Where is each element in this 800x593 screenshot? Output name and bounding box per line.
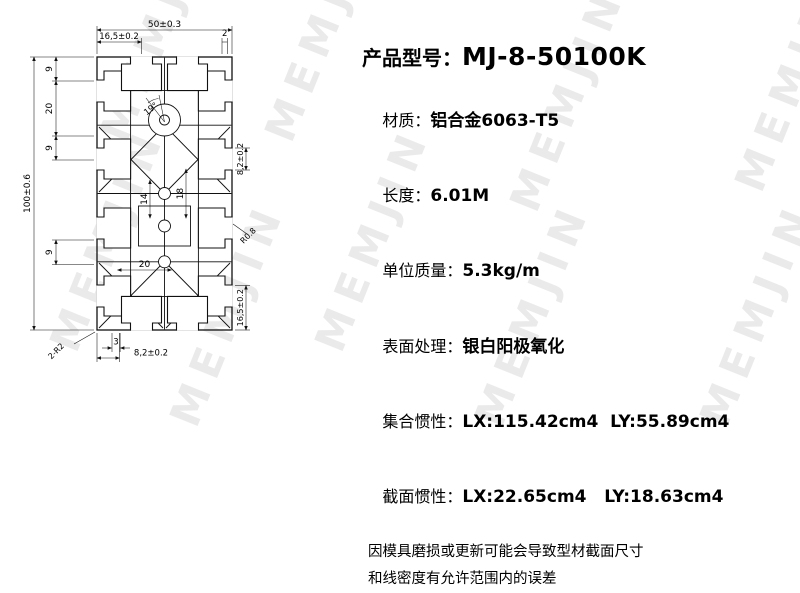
- dim-radius-slot: R0.8: [239, 226, 258, 245]
- dim-twenty-left: 20: [45, 103, 55, 115]
- product-model-row: 产品型号：MJ-8-50100K: [362, 42, 792, 71]
- spec-row-inertia-set: 集合惯性：LX:115.42cm4 LY:55.89cm4: [362, 389, 792, 451]
- spec-panel: 产品型号：MJ-8-50100K 材质：铝合金6063-T5 长度：6.01M …: [362, 42, 792, 593]
- spec-value: 铝合金6063-T5: [430, 111, 560, 131]
- dim-height: 100±0.6: [23, 174, 33, 213]
- dim-twenty-bottom: 20: [139, 260, 151, 270]
- dim-wall-2: 2: [222, 29, 227, 39]
- dimension-lines: [30, 26, 250, 362]
- t-slots: [96, 56, 233, 331]
- dim-top-slot: 16,5±0.2: [99, 32, 139, 42]
- spec-value: LX:22.65cm4 LY:18.63cm4: [462, 487, 724, 507]
- spec-label: 截面惯性：: [382, 487, 463, 506]
- product-model-value: MJ-8-50100K: [462, 42, 647, 71]
- dim-three: 3: [113, 338, 118, 348]
- dim-bottom-slot: 8,2±0.2: [134, 349, 168, 359]
- dim-nine-c: 9: [45, 249, 55, 255]
- spec-value: 银白阳极氧化: [462, 337, 565, 357]
- spec-value: LX:115.42cm4 LY:55.89cm4: [462, 412, 730, 432]
- note-line-2: 和线密度有允许范围内的误差: [368, 570, 557, 587]
- dim-width: 50±0.3: [148, 20, 181, 30]
- spec-value: 5.3kg/m: [462, 261, 540, 281]
- dim-nine-a: 9: [45, 66, 55, 72]
- dim-radius-corner: 2-R2: [46, 341, 66, 361]
- dim-eighteen: 18: [176, 188, 186, 200]
- spec-label: 长度：: [382, 186, 431, 205]
- spec-row-material: 材质：铝合金6063-T5: [362, 87, 792, 150]
- dim-right-lower: 16,5±0.2: [236, 289, 245, 326]
- spec-row-length: 长度：6.01M: [362, 163, 792, 225]
- spec-label: 单位质量：: [382, 261, 463, 280]
- dim-nine-b: 9: [45, 145, 55, 151]
- dim-slot-right: 8,2±0.2: [236, 143, 245, 175]
- spec-row-inertia-section: 截面惯性：LX:22.65cm4 LY:18.63cm4: [362, 464, 792, 526]
- disclaimer-notes: 因模具磨损或更新可能会导致型材截面尺寸 和线密度有允许范围内的误差: [362, 539, 792, 593]
- profile-drawing: 50±0.3 16,5±0.2 2 9 20 9 9 100±0.6 19° 8…: [23, 20, 258, 362]
- spec-label: 材质：: [382, 111, 431, 130]
- note-line-1: 因模具磨损或更新可能会导致型材截面尺寸: [368, 544, 644, 560]
- spec-label: 表面处理：: [382, 337, 463, 356]
- spec-value: 6.01M: [430, 186, 490, 206]
- product-model-label: 产品型号：: [362, 46, 462, 70]
- spec-row-surface: 表面处理：银白阳极氧化: [362, 313, 792, 376]
- spec-row-unit-mass: 单位质量：5.3kg/m: [362, 238, 792, 300]
- dim-fourteen: 14: [140, 193, 150, 205]
- screw-boss-circles: [148, 103, 181, 269]
- spec-label: 集合惯性：: [382, 412, 463, 431]
